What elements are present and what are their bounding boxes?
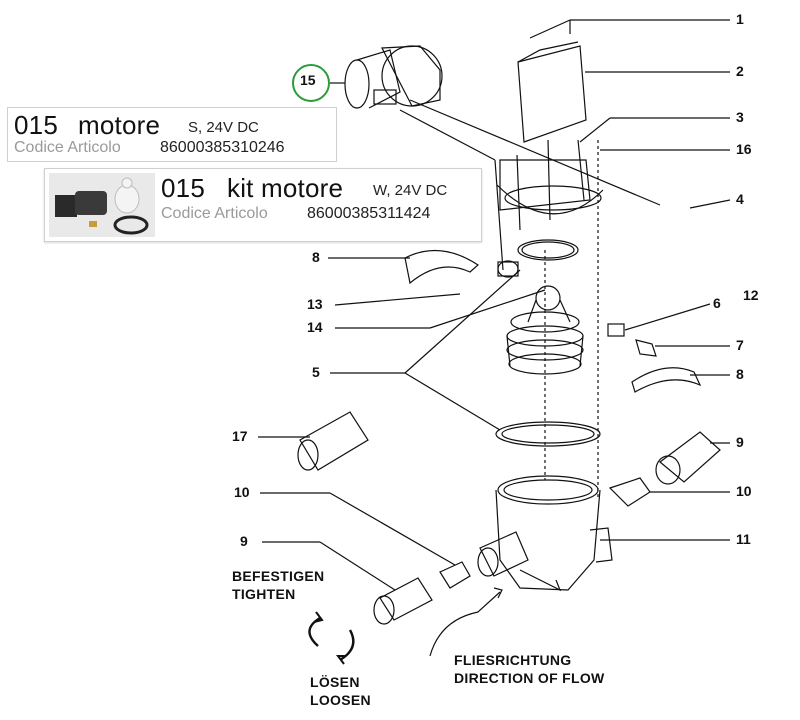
flow-en: DIRECTION OF FLOW (454, 670, 605, 686)
callout-2: 2 (736, 63, 744, 79)
callout-14: 14 (307, 319, 323, 335)
kit-code-label: Codice Articolo (161, 205, 268, 222)
motor-code-label: Codice Articolo (14, 139, 121, 156)
callout-4: 4 (736, 191, 744, 207)
kit-spec: W, 24V DC (373, 182, 448, 199)
tighten-en: TIGHTEN (232, 586, 296, 602)
callout-8: 8 (736, 366, 744, 382)
callout-3: 3 (736, 109, 744, 125)
flow-de: FLIESRICHTUNG (454, 652, 572, 668)
loosen-en: LOOSEN (310, 692, 371, 708)
callout-6: 6 (713, 295, 721, 311)
callout-7: 7 (736, 337, 744, 353)
kit-photo (49, 173, 155, 237)
callout-13: 13 (307, 296, 323, 312)
motor-number: 015 (14, 110, 58, 140)
motor-name: motore (78, 110, 161, 140)
motor-code: 86000385310246 (160, 139, 285, 156)
callout-12: 12 (743, 287, 759, 303)
motor-info-box: 015 motore S, 24V DC Codice Articolo 860… (7, 107, 337, 162)
callout-11: 11 (736, 531, 751, 547)
highlight-circle (292, 64, 330, 102)
callout-1: 1 (736, 11, 744, 27)
callout-8: 8 (312, 249, 320, 265)
kit-code: 86000385311424 (307, 205, 431, 222)
callout-16: 16 (736, 141, 752, 157)
kit-info-box: 015 kit motore W, 24V DC Codice Articolo… (44, 168, 482, 242)
motor-spec: S, 24V DC (188, 119, 259, 136)
callout-17: 17 (232, 428, 248, 444)
callout-10: 10 (234, 484, 250, 500)
kit-name: kit motore (227, 173, 344, 203)
kit-number: 015 (161, 173, 205, 203)
callout-9: 9 (240, 533, 248, 549)
callout-15: 15 (300, 72, 316, 88)
loosen-de: LÖSEN (310, 674, 360, 690)
callout-9: 9 (736, 434, 744, 450)
callout-10: 10 (736, 483, 752, 499)
tighten-de: BEFESTIGEN (232, 568, 325, 584)
callout-5: 5 (312, 364, 320, 380)
